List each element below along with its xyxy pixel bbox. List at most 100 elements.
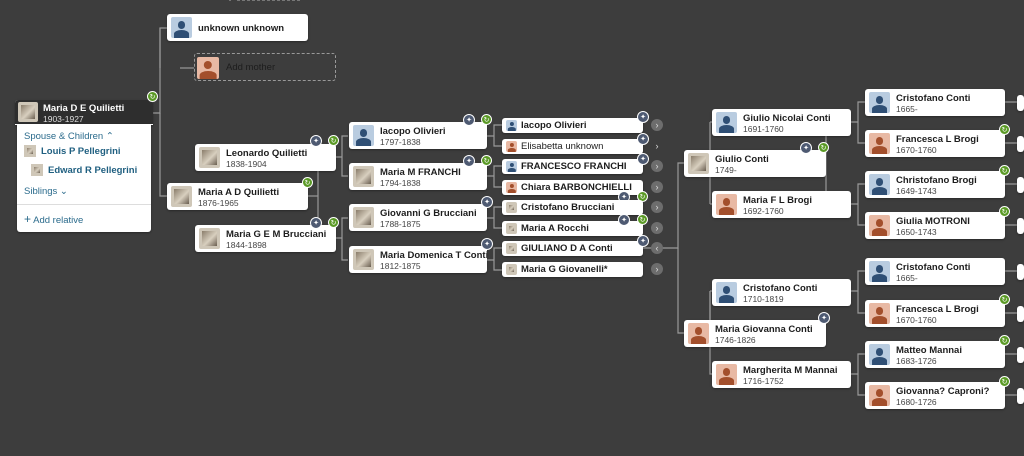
chevron-down-icon: ⌄ bbox=[59, 186, 68, 197]
person-card[interactable]: Cristofano Conti 1665- bbox=[865, 89, 1005, 116]
record-hint-icon[interactable]: ↻ bbox=[999, 206, 1010, 217]
chevron-left-icon[interactable]: ‹ bbox=[651, 242, 663, 254]
research-hint-icon[interactable]: ✦ bbox=[481, 238, 493, 250]
person-dates: 1691-1760 bbox=[743, 124, 784, 134]
record-hint-icon[interactable]: ↻ bbox=[302, 177, 313, 188]
person-dates: 1692-1760 bbox=[743, 206, 784, 216]
person-female-icon bbox=[506, 182, 517, 193]
partial-person-card[interactable] bbox=[1017, 388, 1024, 404]
siblings-toggle[interactable]: Siblings ⌄ bbox=[24, 186, 68, 197]
add-mother-label: Add mother bbox=[226, 62, 276, 73]
person-card[interactable]: Cristofano Conti 1710-1819 bbox=[712, 279, 851, 306]
research-hint-icon[interactable]: ✦ bbox=[618, 214, 630, 226]
plus-icon: + bbox=[24, 212, 32, 226]
research-hint-icon[interactable]: ✦ bbox=[637, 235, 649, 247]
person-card[interactable]: Maria Giovanna Conti 1746-1826 bbox=[684, 320, 826, 347]
child-name: Edward R Pellegrini bbox=[48, 165, 138, 176]
chevron-right-icon[interactable]: › bbox=[651, 119, 663, 131]
person-female-icon bbox=[869, 215, 890, 236]
person-name: Maria F L Brogi bbox=[743, 195, 812, 206]
partial-person-card[interactable] bbox=[1017, 136, 1024, 152]
chevron-right-icon[interactable]: › bbox=[651, 160, 663, 172]
record-hint-icon[interactable]: ↻ bbox=[999, 376, 1010, 387]
chevron-right-icon[interactable]: › bbox=[651, 222, 663, 234]
record-hint-icon[interactable]: ↻ bbox=[637, 214, 648, 225]
person-card[interactable]: Maria F L Brogi 1692-1760 bbox=[712, 191, 851, 218]
person-name: Margherita M Mannai bbox=[743, 365, 838, 376]
record-hint-icon[interactable]: ↻ bbox=[818, 142, 829, 153]
chevron-right-icon[interactable]: › bbox=[651, 263, 663, 275]
person-card[interactable]: unknown unknown bbox=[167, 14, 308, 41]
research-hint-icon[interactable]: ✦ bbox=[637, 153, 649, 165]
person-card[interactable]: GIULIANO D A Conti bbox=[502, 241, 643, 256]
person-male-icon bbox=[716, 112, 737, 133]
research-hint-icon[interactable]: ✦ bbox=[463, 114, 475, 126]
person-card[interactable]: Maria A D Quilietti 1876-1965 bbox=[167, 183, 308, 210]
person-card[interactable]: Cristofano Brucciani bbox=[502, 200, 643, 215]
person-name: Francesca L Brogi bbox=[896, 304, 979, 315]
person-dates: 1649-1743 bbox=[896, 186, 937, 196]
record-hint-icon[interactable]: ↻ bbox=[999, 124, 1010, 135]
person-card[interactable]: Maria G E M Brucciani 1844-1898 bbox=[195, 225, 336, 252]
record-hint-icon[interactable]: ↻ bbox=[328, 217, 339, 228]
person-card[interactable]: Maria Domenica T Conti 1812-1875 bbox=[349, 246, 487, 273]
research-hint-icon[interactable]: ✦ bbox=[463, 155, 475, 167]
person-card[interactable]: Elisabetta unknown bbox=[502, 139, 643, 154]
person-card[interactable]: Giulio Conti 1749- bbox=[684, 150, 826, 177]
record-hint-icon[interactable]: ↻ bbox=[999, 165, 1010, 176]
record-hint-icon[interactable]: ↻ bbox=[328, 135, 339, 146]
person-card[interactable]: Chiara BARBONCHIELLI bbox=[502, 180, 643, 195]
person-name: Francesca L Brogi bbox=[896, 134, 979, 145]
person-card[interactable]: FRANCESCO FRANCHI bbox=[502, 159, 643, 174]
person-card[interactable]: Christofano Brogi 1649-1743 bbox=[865, 171, 1005, 198]
partial-person-card[interactable] bbox=[1017, 306, 1024, 322]
person-name: Maria A Rocchi bbox=[521, 223, 589, 234]
partial-person-card[interactable] bbox=[1017, 95, 1024, 111]
partial-person-card[interactable] bbox=[1017, 218, 1024, 234]
person-card[interactable]: Maria M FRANCHI 1794-1838 bbox=[349, 163, 487, 190]
person-dates: 1794-1838 bbox=[380, 178, 421, 188]
person-card[interactable]: Iacopo Olivieri bbox=[502, 118, 643, 133]
research-hint-icon[interactable]: ✦ bbox=[637, 133, 649, 145]
person-dates: 1650-1743 bbox=[896, 227, 937, 237]
research-hint-icon[interactable]: ✦ bbox=[637, 111, 649, 123]
person-card[interactable]: Maria G Giovanelli* bbox=[502, 262, 643, 277]
person-card[interactable]: Giulia MOTRONI 1650-1743 bbox=[865, 212, 1005, 239]
spouse-children-toggle[interactable]: Spouse & Children ⌃ bbox=[24, 131, 114, 142]
person-male-icon bbox=[869, 174, 890, 195]
person-photo bbox=[506, 223, 517, 234]
person-card[interactable]: Giovanna? Caproni? 1680-1726 bbox=[865, 382, 1005, 409]
chevron-right-icon[interactable]: › bbox=[655, 141, 659, 151]
add-relative-button[interactable]: + Add relative bbox=[24, 212, 83, 226]
person-name: Giulio Conti bbox=[715, 154, 769, 165]
research-hint-icon[interactable]: ✦ bbox=[310, 217, 322, 229]
person-card[interactable]: Matteo Mannai 1683-1726 bbox=[865, 341, 1005, 368]
person-card[interactable]: Leonardo Quilietti 1838-1904 bbox=[195, 144, 336, 171]
person-card[interactable]: Giulio Nicolai Conti 1691-1760 bbox=[712, 109, 851, 136]
partial-person-card[interactable] bbox=[1017, 264, 1024, 280]
person-card[interactable]: Francesca L Brogi 1670-1760 bbox=[865, 130, 1005, 157]
chevron-right-icon[interactable]: › bbox=[651, 181, 663, 193]
chevron-right-icon[interactable]: › bbox=[651, 201, 663, 213]
partial-person-card[interactable] bbox=[1017, 177, 1024, 193]
person-card[interactable]: Iacopo Olivieri 1797-1838 bbox=[349, 122, 487, 149]
add-mother-button[interactable]: Add mother bbox=[194, 53, 336, 81]
record-hint-icon[interactable]: ↻ bbox=[481, 114, 492, 125]
person-card[interactable]: Cristofano Conti 1665- bbox=[865, 258, 1005, 285]
record-hint-icon[interactable]: ↻ bbox=[999, 335, 1010, 346]
partial-person-card[interactable] bbox=[1017, 347, 1024, 363]
research-hint-icon[interactable]: ✦ bbox=[818, 312, 830, 324]
focus-person-card[interactable]: Maria D E Quilietti 1903-1927 bbox=[15, 100, 153, 125]
person-card[interactable]: Maria A Rocchi bbox=[502, 221, 643, 236]
record-hint-icon[interactable]: ↻ bbox=[147, 91, 158, 102]
person-card[interactable]: Margherita M Mannai 1716-1752 bbox=[712, 361, 851, 388]
person-card[interactable]: Francesca L Brogi 1670-1760 bbox=[865, 300, 1005, 327]
research-hint-icon[interactable]: ✦ bbox=[800, 142, 812, 154]
person-photo bbox=[199, 147, 220, 168]
record-hint-icon[interactable]: ↻ bbox=[481, 155, 492, 166]
record-hint-icon[interactable]: ↻ bbox=[999, 294, 1010, 305]
person-card[interactable]: Giovanni G Brucciani 1788-1875 bbox=[349, 204, 487, 231]
research-hint-icon[interactable]: ✦ bbox=[310, 135, 322, 147]
person-female-icon bbox=[716, 364, 737, 385]
research-hint-icon[interactable]: ✦ bbox=[481, 196, 493, 208]
